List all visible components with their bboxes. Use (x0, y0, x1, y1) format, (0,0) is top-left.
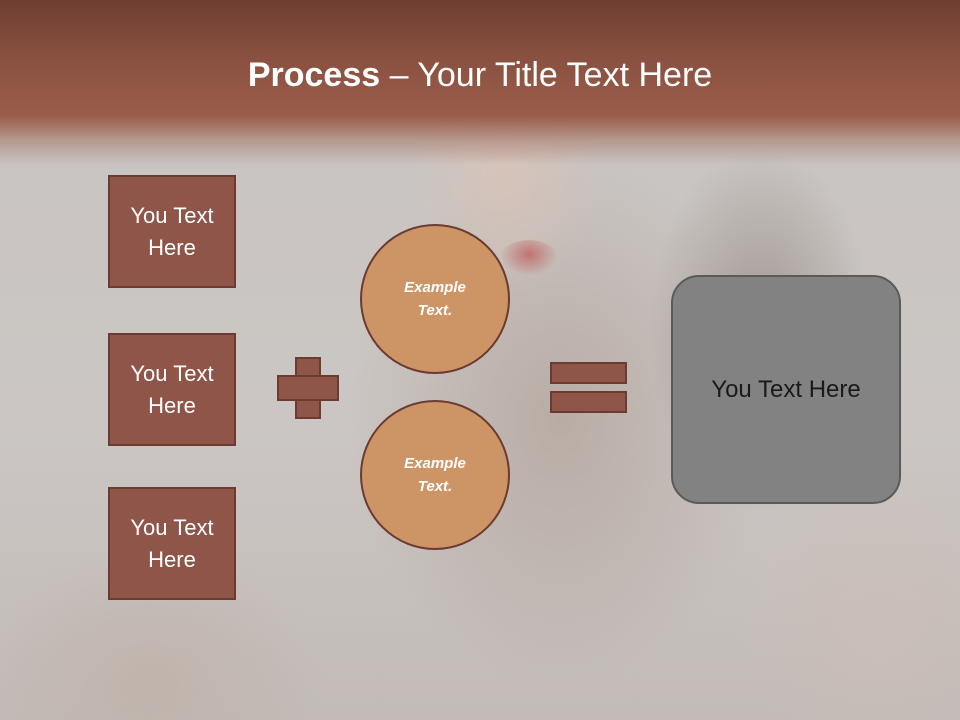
text-box-1: You Text Here (108, 175, 236, 288)
equals-bottom-bar (550, 391, 627, 413)
title-banner (0, 0, 960, 165)
title-bold: Process (247, 56, 381, 94)
photo-lips-detail (500, 240, 558, 276)
example-circle-2: Example Text. (360, 400, 510, 550)
result-box: You Text Here (671, 275, 901, 504)
slide-title: Process – Your Title Text Here (0, 52, 960, 98)
equals-top-bar (550, 362, 627, 384)
example-circle-1: Example Text. (360, 224, 510, 374)
title-rest: – Your Title Text Here (380, 56, 713, 94)
plus-center (297, 377, 319, 399)
text-box-3: You Text Here (108, 487, 236, 600)
text-box-2: You Text Here (108, 333, 236, 446)
